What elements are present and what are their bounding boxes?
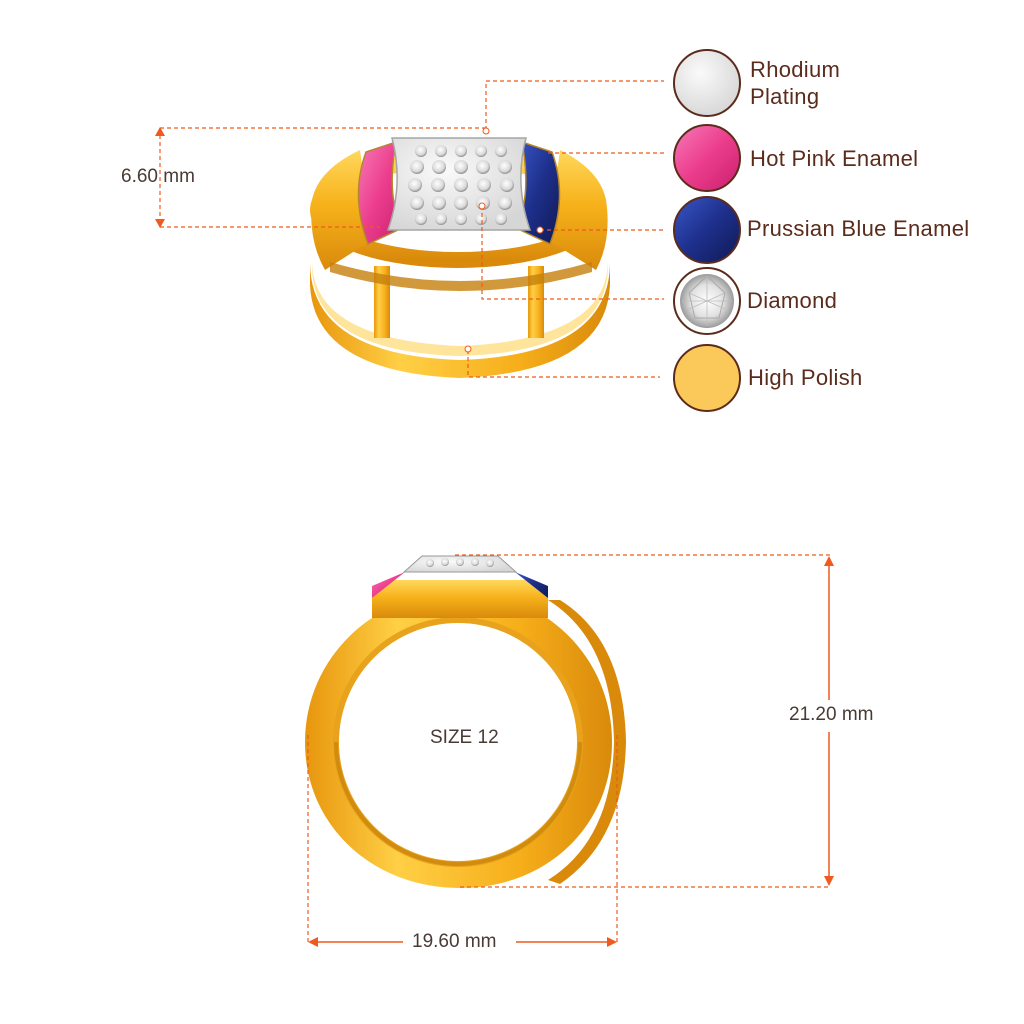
ring-top-view xyxy=(310,137,610,378)
legend-swatches xyxy=(673,49,741,412)
ring-front-band xyxy=(310,262,610,378)
diamond-swatch xyxy=(673,267,741,335)
ring-inner-opening xyxy=(336,620,580,864)
leader-markers xyxy=(155,127,544,353)
top-height-label: 6.60 mm xyxy=(121,166,195,187)
side-top-setting xyxy=(372,580,548,618)
ring-left-wall xyxy=(311,150,372,270)
ring-side-view xyxy=(305,555,626,888)
legend-label-pink: Hot Pink Enamel xyxy=(750,146,919,171)
rhodium-swatch xyxy=(673,49,741,117)
leader-lines xyxy=(159,80,664,378)
width-label: 19.60 mm xyxy=(412,931,497,952)
gold-swatch xyxy=(673,344,741,412)
ring-right-wall xyxy=(548,150,608,270)
legend-label-gold: High Polish xyxy=(748,365,863,390)
side-dimension-arrows xyxy=(308,556,834,947)
blue-swatch xyxy=(673,196,741,264)
legend-label-blue: Prussian Blue Enamel xyxy=(747,216,970,241)
ring-size-label: SIZE 12 xyxy=(430,727,499,748)
pink-swatch xyxy=(673,124,741,192)
side-dimension-lines xyxy=(307,554,830,943)
legend-label-rhodium: Rhodium Plating xyxy=(750,57,841,109)
legend-label-diamond: Diamond xyxy=(747,288,838,313)
side-height-label: 21.20 mm xyxy=(789,704,874,725)
